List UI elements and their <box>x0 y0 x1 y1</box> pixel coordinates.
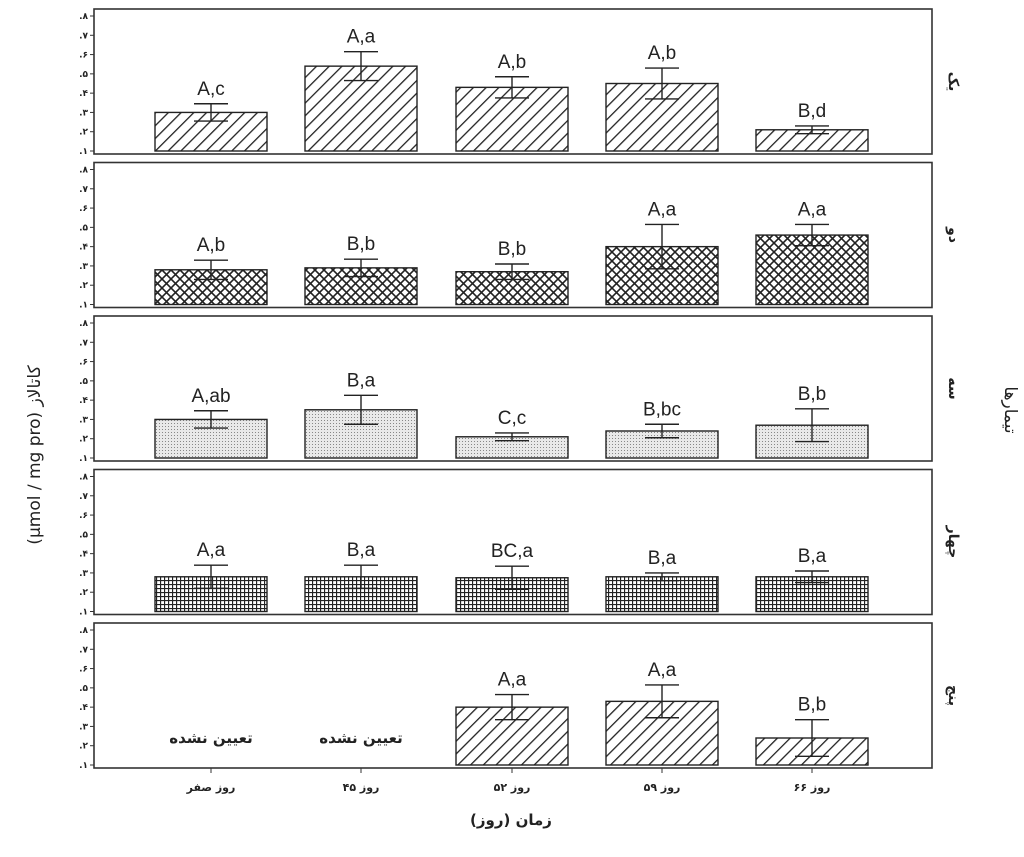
significance-label: BC,a <box>491 541 534 562</box>
y-tick-label: .۷ <box>79 338 88 348</box>
significance-label: B,b <box>798 695 827 716</box>
y-tick-label: .۱ <box>79 761 88 771</box>
not-determined-label: تعیین نشده <box>319 729 402 747</box>
y-tick-label: .۴ <box>79 243 88 253</box>
x-category-label: روز ۴۵ <box>343 781 380 794</box>
y-tick-label: .۲ <box>79 128 88 138</box>
y-tick-label: .۵ <box>79 530 88 540</box>
bar <box>605 576 719 613</box>
y-tick-label: .۷ <box>79 645 88 655</box>
y-tick-label: .۲ <box>79 588 88 598</box>
significance-label: A,c <box>197 79 224 100</box>
y-tick-label: .۷ <box>79 492 88 502</box>
y-tick-label: .۲ <box>79 281 88 291</box>
significance-label: B,a <box>798 546 827 567</box>
x-axis-label: زمان (روز) <box>470 811 552 829</box>
y-tick-label: .۸ <box>79 319 88 329</box>
y-tick-label: .۶ <box>79 511 88 521</box>
significance-label: A,a <box>648 199 677 220</box>
y-tick-label: .۴ <box>79 396 88 406</box>
significance-label: B,bc <box>643 399 681 420</box>
panel-frame <box>93 315 933 462</box>
significance-label: A,b <box>197 235 226 256</box>
panel-2: .۱ .۲ .۳ .۴ .۵ .۶ .۷ .۸ دو A,b B,b B,b A,a A,a <box>79 161 961 311</box>
significance-label: A,ab <box>191 386 230 407</box>
x-category-label: روز صفر <box>186 781 236 794</box>
y-tick-label: .۶ <box>79 358 88 368</box>
x-axis: روز صفر روز ۴۵ روز ۵۲ روز ۵۹ روز ۶۶ <box>186 768 831 794</box>
bar <box>154 269 268 306</box>
significance-label: C,c <box>498 408 527 429</box>
y-tick-label: .۶ <box>79 665 88 675</box>
panel-label: چهار <box>945 525 961 559</box>
significance-label: B,b <box>347 234 376 255</box>
x-category-label: روز ۵۲ <box>494 781 531 794</box>
panel-5: .۱ .۲ .۳ .۴ .۵ .۶ .۷ .۸ پنج تعیین نشده تعیین نشده A… <box>79 622 961 771</box>
y-tick-label: .۴ <box>79 89 88 99</box>
significance-label: A,a <box>498 670 527 691</box>
y-tick-label: .۲ <box>79 435 88 445</box>
y-tick-label: .۱ <box>79 147 88 157</box>
panel-label: یک <box>945 72 961 92</box>
y-tick-label: .۳ <box>79 415 88 425</box>
significance-label: A,b <box>648 43 677 64</box>
y-tick-label: .۵ <box>79 684 88 694</box>
y-tick-label: .۳ <box>79 569 88 579</box>
significance-label: A,a <box>798 199 827 220</box>
significance-label: B,b <box>498 239 527 260</box>
panel-frame <box>93 8 933 155</box>
y-tick-label: .۳ <box>79 262 88 272</box>
x-category-label: روز ۶۶ <box>794 781 831 794</box>
y-tick-label: .۸ <box>79 473 88 483</box>
y-tick-label: .۸ <box>79 12 88 22</box>
y-tick-label: .۱ <box>79 301 88 311</box>
y-tick-label: .۵ <box>79 377 88 387</box>
y-axis-label: کاتالاز (µmol / mg pro) <box>25 364 45 544</box>
significance-label: A,a <box>347 27 376 48</box>
panel-frame <box>93 622 933 769</box>
y-tick-label: .۶ <box>79 204 88 214</box>
significance-label: A,a <box>648 660 677 681</box>
panel-label: پنج <box>945 685 961 706</box>
y-tick-label: .۳ <box>79 108 88 118</box>
panel-label: سه <box>945 377 961 399</box>
y-tick-label: .۶ <box>79 51 88 61</box>
significance-label: B,a <box>347 540 376 561</box>
significance-label: A,b <box>498 52 527 73</box>
significance-label: B,b <box>798 384 827 405</box>
panel-4: .۱ .۲ .۳ .۴ .۵ .۶ .۷ .۸ چهار A,a B,a BC,a B,a B,a <box>79 468 961 618</box>
y-tick-label: .۱ <box>79 454 88 464</box>
significance-label: B,a <box>648 548 677 569</box>
y-tick-label: .۱ <box>79 608 88 618</box>
panel-frame <box>93 161 933 309</box>
x-category-label: روز ۵۹ <box>644 781 681 794</box>
group-axis-label: تیمارها <box>1000 386 1020 433</box>
significance-label: B,d <box>798 101 827 122</box>
not-determined-label: تعیین نشده <box>169 729 252 747</box>
y-tick-label: .۷ <box>79 185 88 195</box>
bar <box>755 234 869 306</box>
y-tick-label: .۲ <box>79 742 88 752</box>
significance-label: A,a <box>197 540 226 561</box>
panel-1: .۱ .۲ .۳ .۴ .۵ .۶ .۷ .۸ یک A,c A,aA,b A,bB,d <box>79 8 961 157</box>
significance-label: B,a <box>347 370 376 391</box>
y-tick-label: .۳ <box>79 722 88 732</box>
y-tick-label: .۵ <box>79 223 88 233</box>
y-tick-label: .۴ <box>79 703 88 713</box>
y-tick-label: .۵ <box>79 70 88 80</box>
y-tick-label: .۸ <box>79 166 88 176</box>
panel-3: .۱ .۲ .۳ .۴ .۵ .۶ .۷ .۸ سه A,ab B,aC,c B,bc B,b <box>79 315 961 464</box>
y-tick-label: .۷ <box>79 31 88 41</box>
y-tick-label: .۴ <box>79 550 88 560</box>
panel-frame <box>93 468 933 616</box>
y-tick-label: .۸ <box>79 626 88 636</box>
bar <box>154 111 268 152</box>
panel-label: دو <box>945 226 961 243</box>
